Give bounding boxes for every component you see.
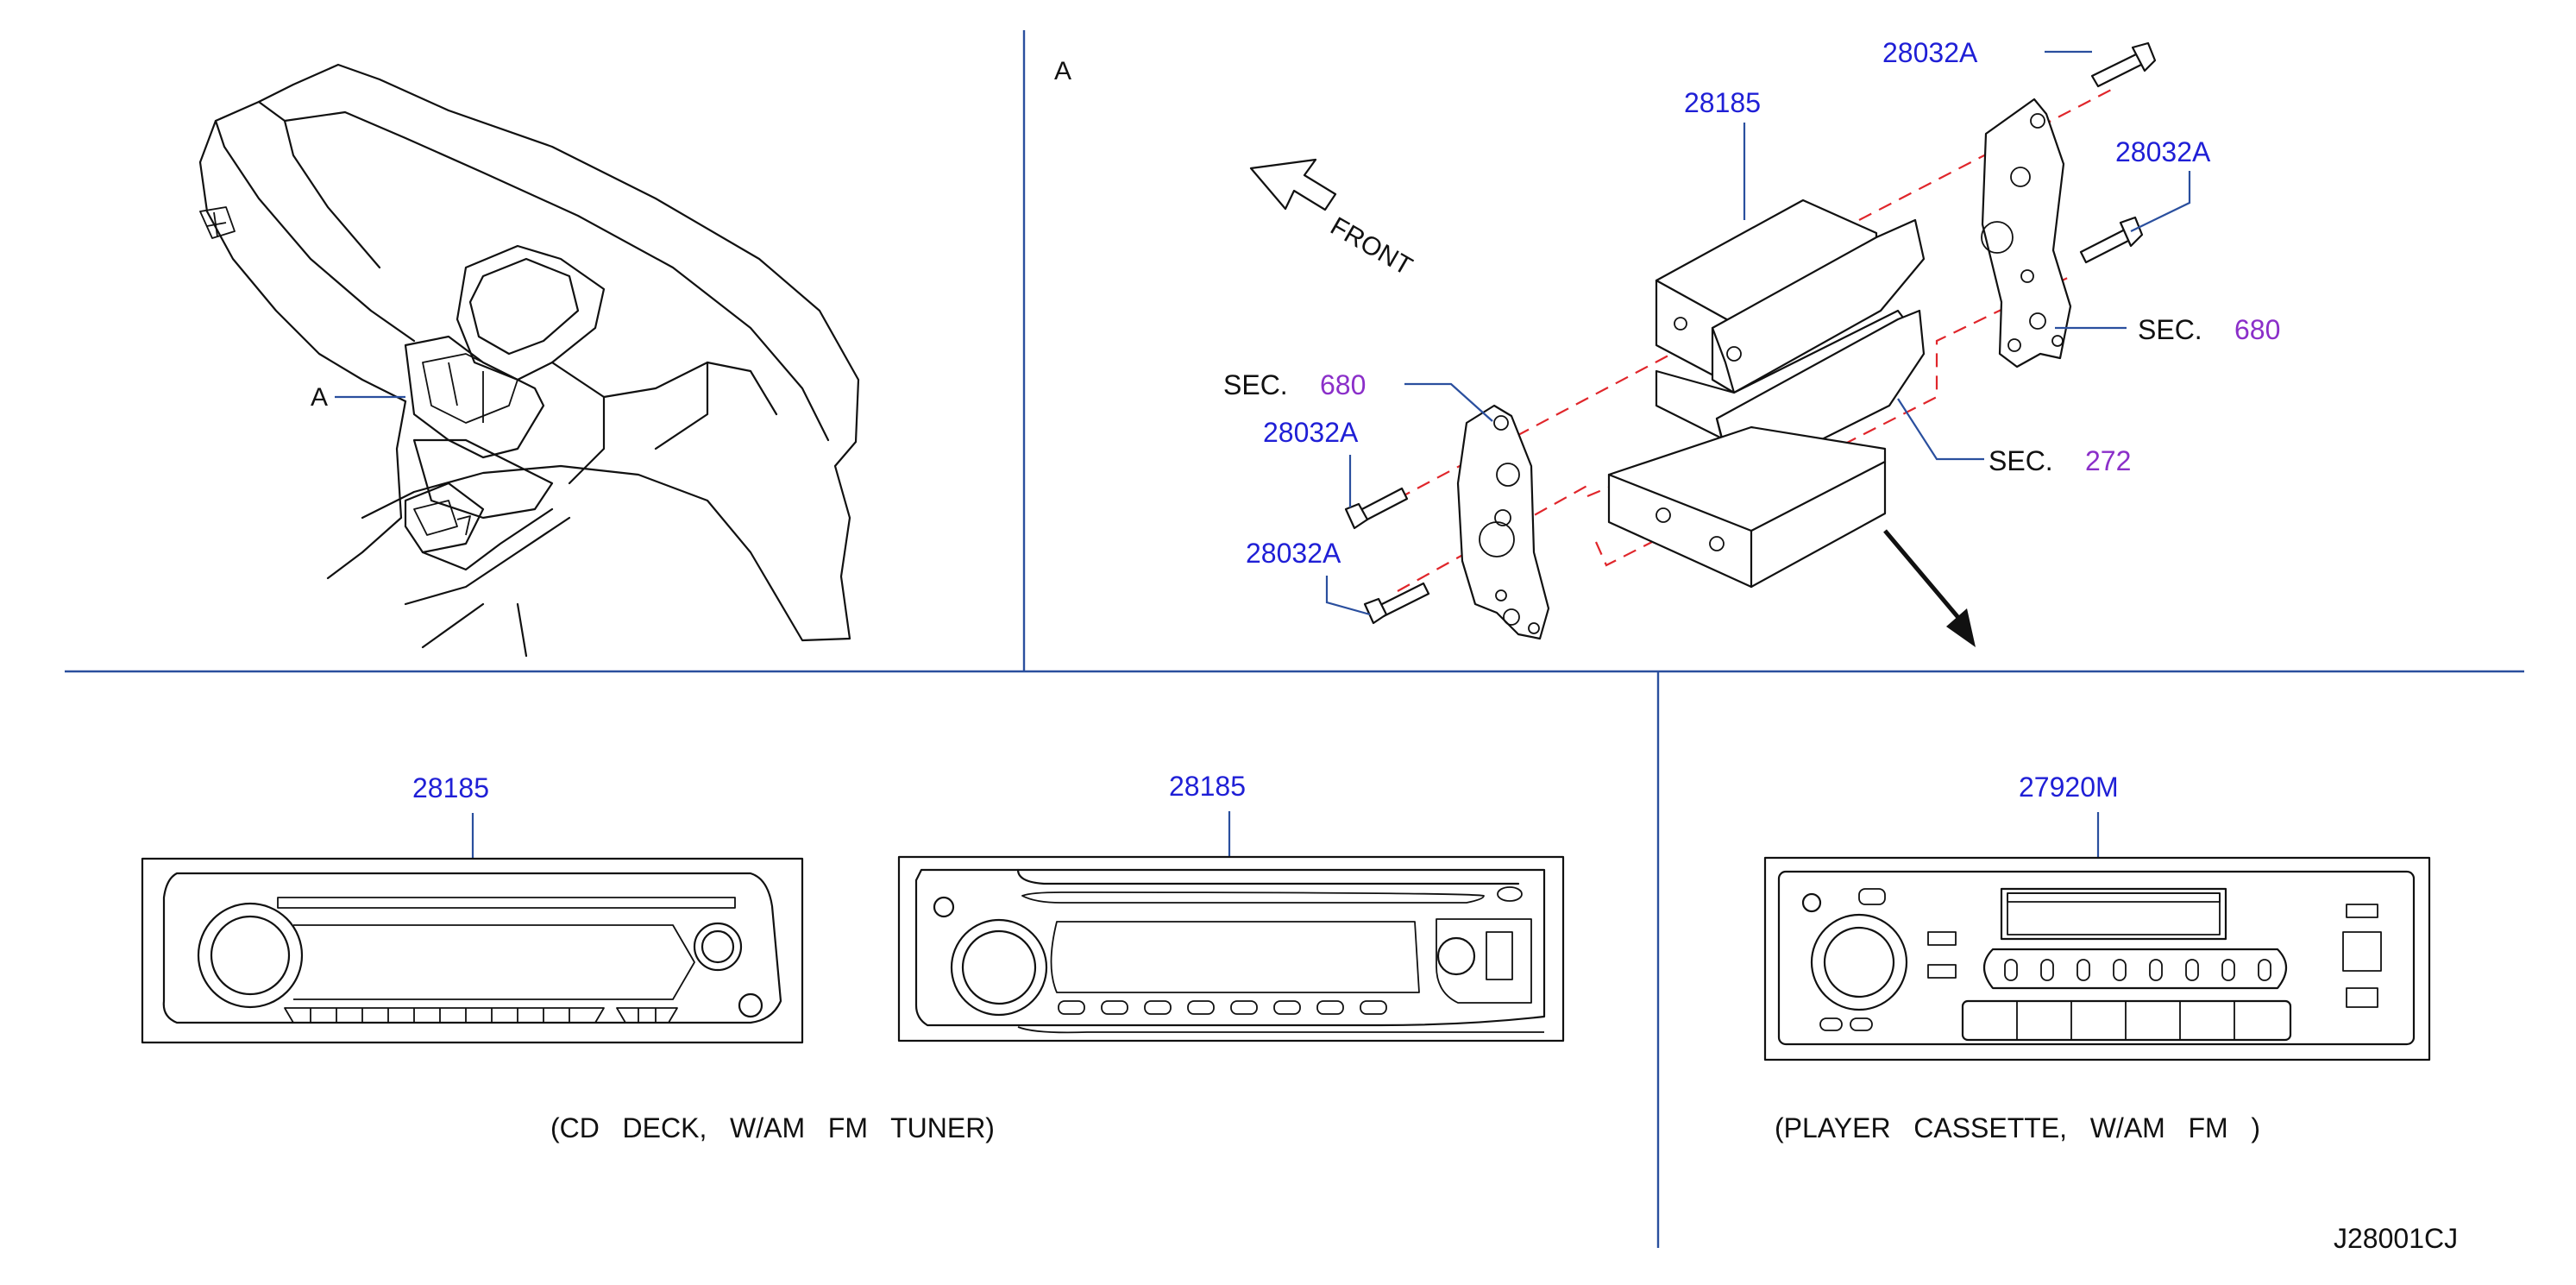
- diagram-id: J28001CJ: [2334, 1223, 2458, 1254]
- screw-left-upper: [1344, 487, 1409, 530]
- removal-direction-arrow: [1883, 529, 1976, 647]
- screw-right: [2079, 216, 2144, 264]
- section-number-272: 272: [2085, 445, 2131, 476]
- front-label: FRONT: [1326, 211, 1417, 280]
- screw-left-lower: [1363, 582, 1430, 625]
- part-number-28032a: 28032A: [2115, 136, 2211, 167]
- section-number-680: 680: [2234, 314, 2280, 345]
- panel-separators: [65, 30, 2524, 1248]
- overview-view-a-callout: A: [311, 383, 405, 412]
- callout-unit: 28185: [1684, 87, 1761, 220]
- part-number-28185: 28185: [1169, 771, 1246, 802]
- part-number-28032a: 28032A: [1246, 538, 1341, 569]
- audio-unit-assembly: [1607, 198, 1926, 589]
- callout-sec-680-left: SEC. 680: [1223, 369, 1493, 422]
- cd-deck-variant-2: 28185: [897, 771, 1565, 1042]
- section-label: SEC.: [1989, 445, 2053, 476]
- part-number-28032a: 28032A: [1882, 37, 1978, 68]
- detail-view-label: A: [1054, 57, 1071, 85]
- right-mounting-bracket: [1981, 98, 2072, 368]
- callout-screw-right: 28032A: [2115, 136, 2211, 232]
- section-label: SEC.: [2138, 314, 2202, 345]
- part-number-28185: 28185: [412, 772, 489, 803]
- callout-screw-left-lower: 28032A: [1246, 538, 1371, 616]
- overview-view-label: A: [311, 383, 328, 412]
- dashboard-overview-drawing: [198, 63, 860, 658]
- left-mounting-bracket: [1456, 404, 1550, 640]
- cd-deck-variant-1: 28185: [141, 772, 804, 1044]
- callout-screw-top-right: 28032A: [1882, 37, 2092, 68]
- callout-screw-left-upper: 28032A: [1263, 417, 1359, 507]
- section-label: SEC.: [1223, 369, 1288, 400]
- screw-top-right: [2090, 41, 2157, 88]
- caption-cd-deck: (CD DECK, W/AM FM TUNER): [550, 1112, 995, 1143]
- callout-sec-272: SEC. 272: [1897, 398, 2131, 476]
- front-direction-arrow: FRONT: [1249, 158, 1417, 281]
- part-number-27920m: 27920M: [2019, 772, 2119, 803]
- cassette-player-variant: 27920M: [1763, 772, 2431, 1061]
- callout-sec-680-right: SEC. 680: [2055, 314, 2280, 345]
- part-number-28032a: 28032A: [1263, 417, 1359, 448]
- section-number-680: 680: [1320, 369, 1366, 400]
- part-number-28185: 28185: [1684, 87, 1761, 118]
- caption-cassette-player: (PLAYER CASSETTE, W/AM FM ): [1775, 1112, 2260, 1143]
